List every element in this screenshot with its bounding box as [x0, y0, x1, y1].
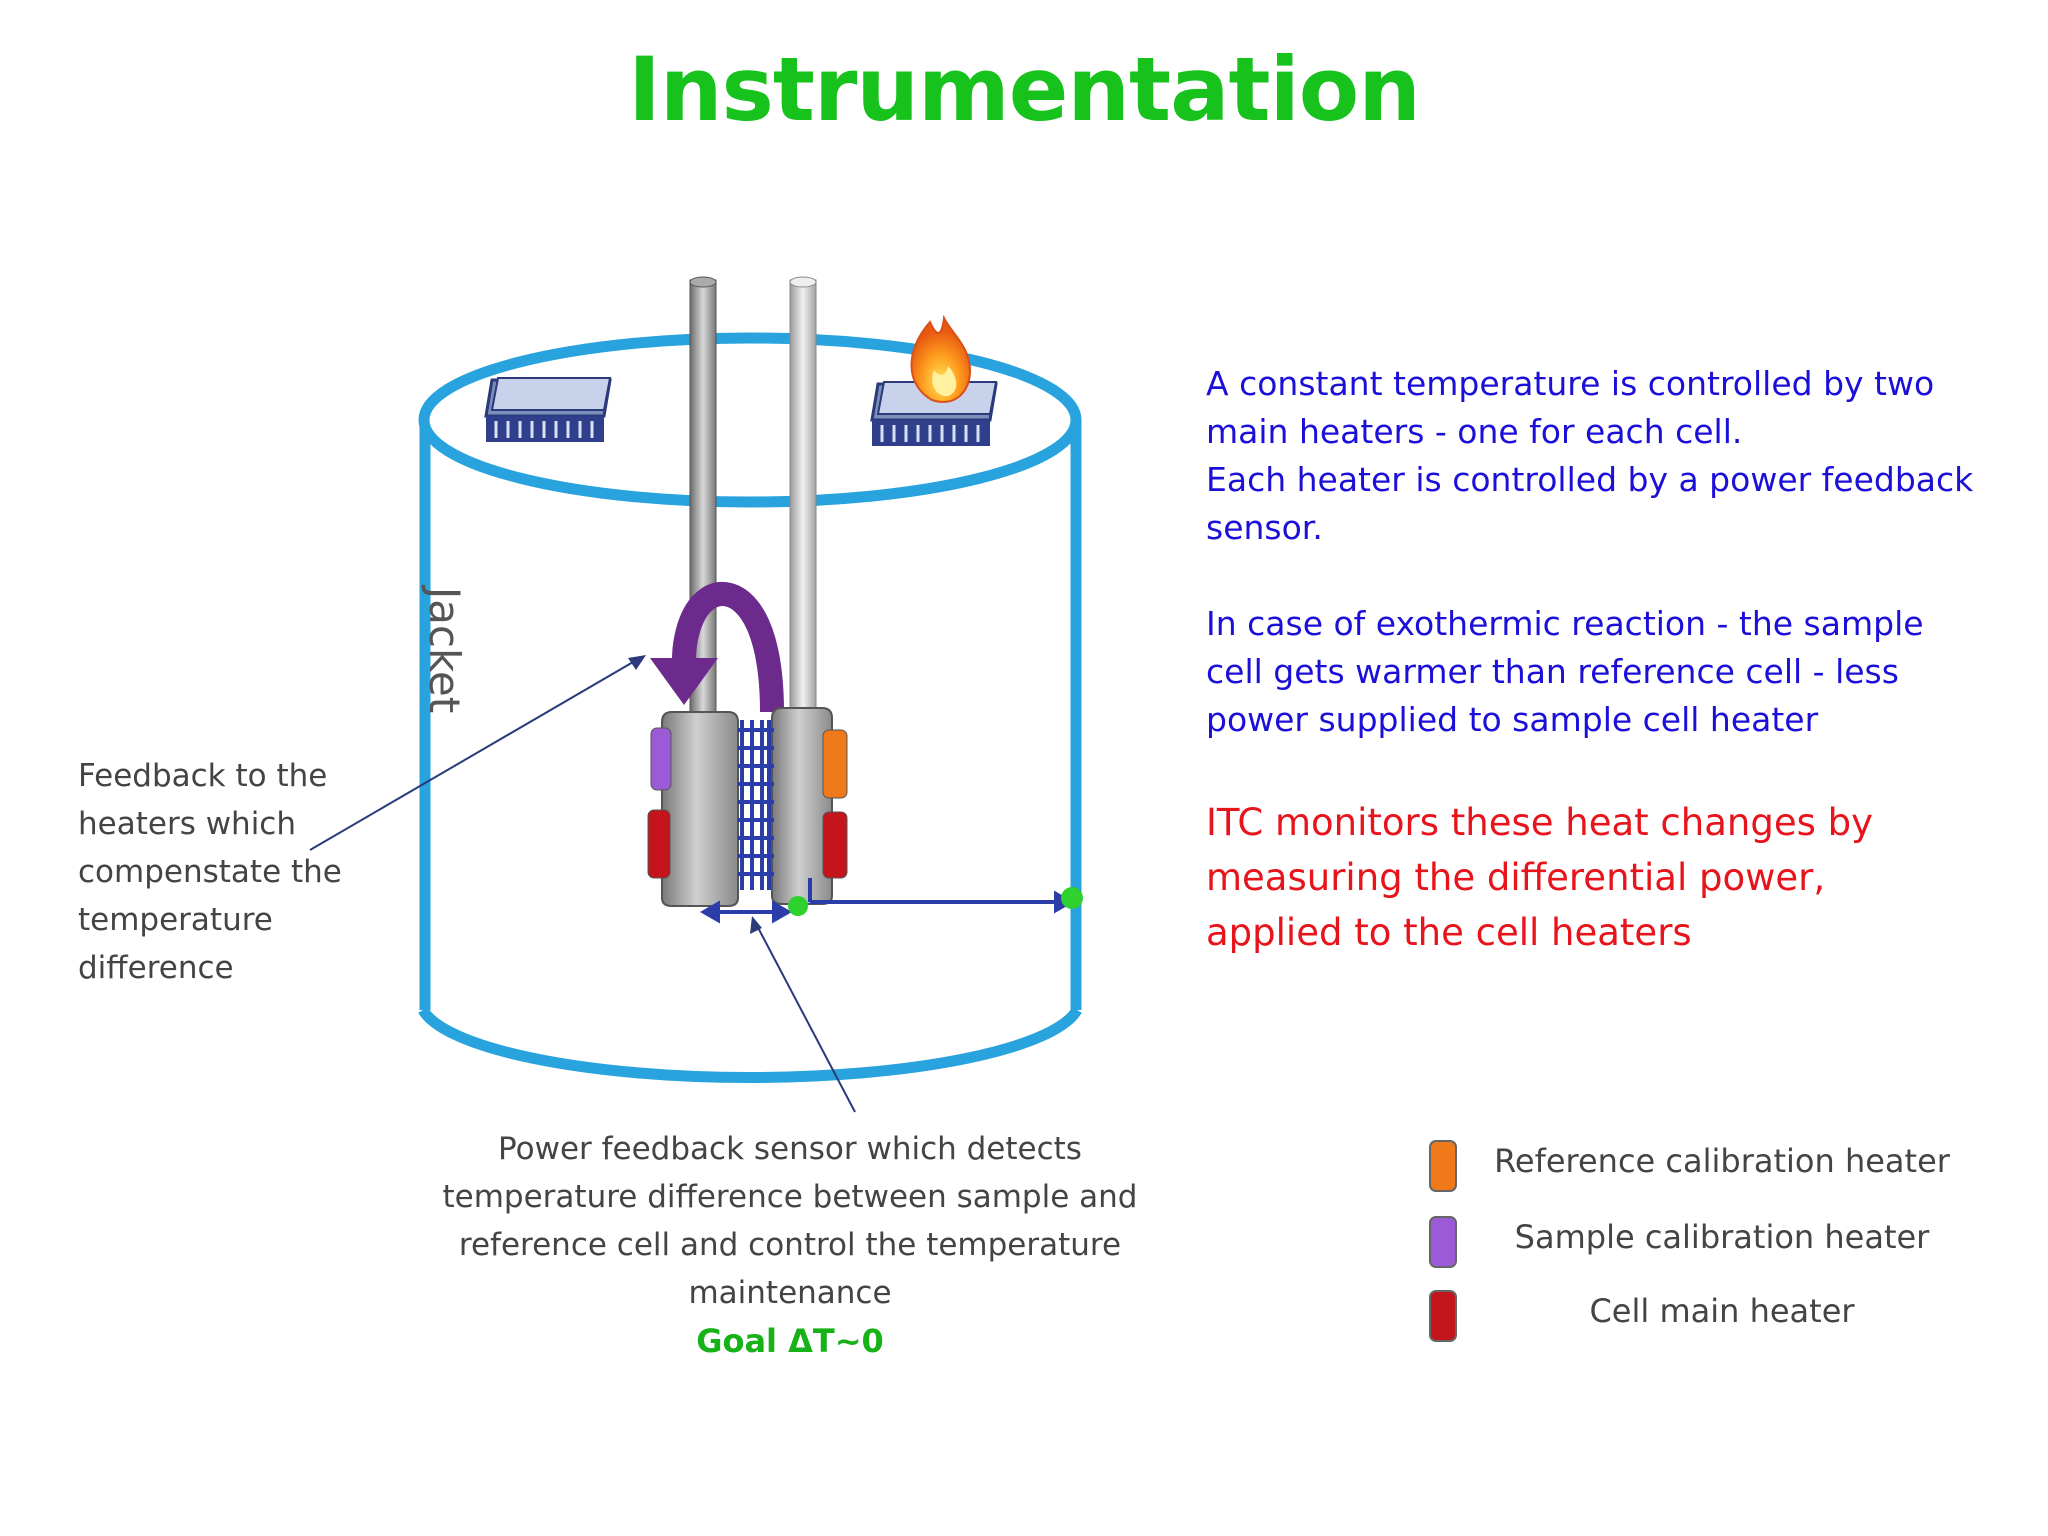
- reference-cell-main-heater: [822, 811, 848, 879]
- cell-to-jacket-arrow: [808, 878, 1075, 914]
- jacket-label: Jacket: [420, 584, 469, 713]
- desc-line: power supplied to sample cell heater: [1206, 700, 1819, 739]
- exothermic-description: In case of exothermic reaction - the sam…: [1206, 600, 1924, 744]
- desc-line: cell gets warmer than reference cell - l…: [1206, 652, 1899, 691]
- sensor-line: temperature difference between sample an…: [442, 1179, 1138, 1215]
- desc-line: main heaters - one for each cell.: [1206, 412, 1743, 451]
- legend-label: Reference calibration heater: [1494, 1142, 1950, 1180]
- sensor-dot-cell: [788, 896, 808, 916]
- sensor-dot-jacket: [1061, 887, 1083, 909]
- jacket-cylinder: [418, 332, 1082, 1083]
- sensor-label: Power feedback sensor which detects temp…: [410, 1125, 1170, 1365]
- itc-monitoring-text: ITC monitors these heat changes by measu…: [1206, 795, 1873, 960]
- legend-swatch-orange: [1429, 1140, 1457, 1192]
- top-heater-chip-left: [484, 377, 612, 442]
- feedback-pointer-line: [309, 657, 641, 851]
- sample-calibration-heater: [650, 727, 672, 791]
- desc-line: sensor.: [1206, 508, 1323, 547]
- feedback-line: Feedback to the: [78, 758, 328, 794]
- legend-swatch-red: [1429, 1290, 1457, 1342]
- slide-title: Instrumentation: [628, 38, 1421, 141]
- itc-line: ITC monitors these heat changes by: [1206, 801, 1874, 844]
- desc-line: In case of exothermic reaction - the sam…: [1206, 604, 1924, 643]
- legend-item-cell-main-heater: Cell main heater: [1425, 1284, 1970, 1344]
- sensor-pointer-line: [753, 919, 856, 1113]
- feedback-line: heaters which: [78, 806, 296, 842]
- sample-cell: [661, 711, 739, 907]
- goal-label: Goal ΔT~0: [696, 1322, 884, 1360]
- legend-swatch-purple: [1429, 1216, 1457, 1268]
- legend-label: Cell main heater: [1589, 1292, 1855, 1330]
- desc-line: Each heater is controlled by a power fee…: [1206, 460, 1974, 499]
- itc-line: measuring the differential power,: [1206, 856, 1826, 899]
- legend-item-reference-calibration: Reference calibration heater: [1425, 1134, 1970, 1194]
- itc-line: applied to the cell heaters: [1206, 911, 1692, 954]
- feedback-line: temperature: [78, 902, 273, 938]
- sensor-line: reference cell and control the temperatu…: [458, 1227, 1122, 1263]
- desc-line: A constant temperature is controlled by …: [1206, 364, 1935, 403]
- reference-calibration-heater: [822, 729, 848, 799]
- sensor-line: Power feedback sensor which detects: [498, 1131, 1082, 1167]
- thermopile-sensor: [738, 720, 774, 890]
- legend-label: Sample calibration heater: [1514, 1218, 1930, 1256]
- sensor-line: maintenance: [688, 1275, 892, 1311]
- jacket-bottom-rim: [418, 1007, 1082, 1083]
- feedback-line: difference: [78, 950, 234, 986]
- reference-cell-rod: [789, 279, 817, 721]
- flame-icon: [910, 314, 971, 403]
- legend-item-sample-calibration: Sample calibration heater: [1425, 1210, 1970, 1270]
- sample-cell-main-heater: [647, 809, 671, 879]
- feedback-line: compenstate the: [78, 854, 342, 890]
- sensor-gap-arrow: [699, 900, 793, 924]
- feedback-label: Feedback to the heaters which compenstat…: [78, 752, 342, 992]
- heater-control-description: A constant temperature is controlled by …: [1206, 360, 1973, 552]
- curved-feedback-arrow: [650, 582, 784, 713]
